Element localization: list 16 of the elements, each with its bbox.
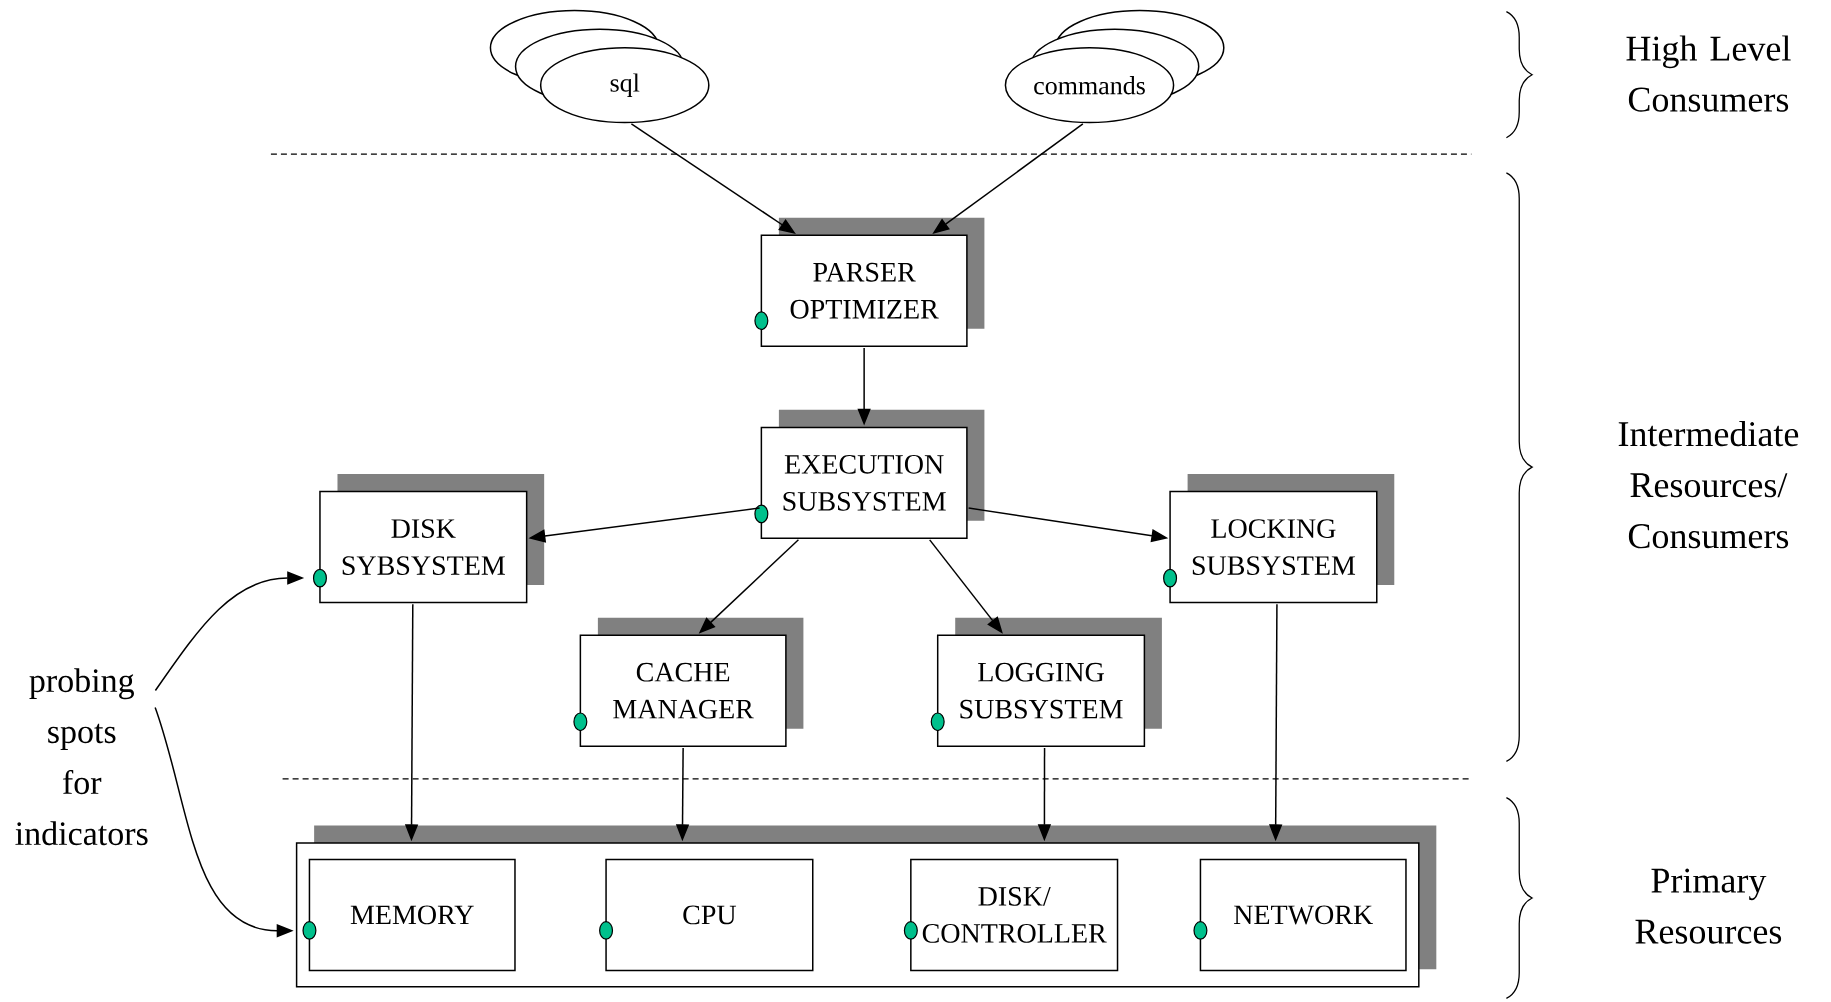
- layer-label: Intermediate Resources/ Consumers: [1618, 421, 1799, 549]
- note-text: probing spots for indicators: [15, 668, 148, 846]
- process-box: LOGGING SUBSYSTEM: [936, 634, 1146, 747]
- process-box: PARSER OPTIMIZER: [760, 234, 968, 348]
- layer-label: High Level Consumers: [1626, 35, 1791, 112]
- resource-box: MEMORY: [308, 858, 516, 972]
- process-box: EXECUTION SUBSYSTEM: [760, 426, 968, 540]
- resource-box: DISK/ CONTROLLER: [910, 858, 1119, 972]
- process-box: LOCKING SUBSYSTEM: [1169, 490, 1378, 604]
- layer-label: Primary Resources: [1635, 868, 1782, 944]
- ellipse-stack: commands: [1004, 9, 1225, 124]
- process-box: CACHE MANAGER: [579, 634, 787, 747]
- resource-box: NETWORK: [1199, 858, 1407, 972]
- resource-box: CPU: [605, 858, 814, 972]
- ellipse-stack: sql: [489, 9, 710, 124]
- process-box: DISK SYBSYSTEM: [319, 490, 528, 604]
